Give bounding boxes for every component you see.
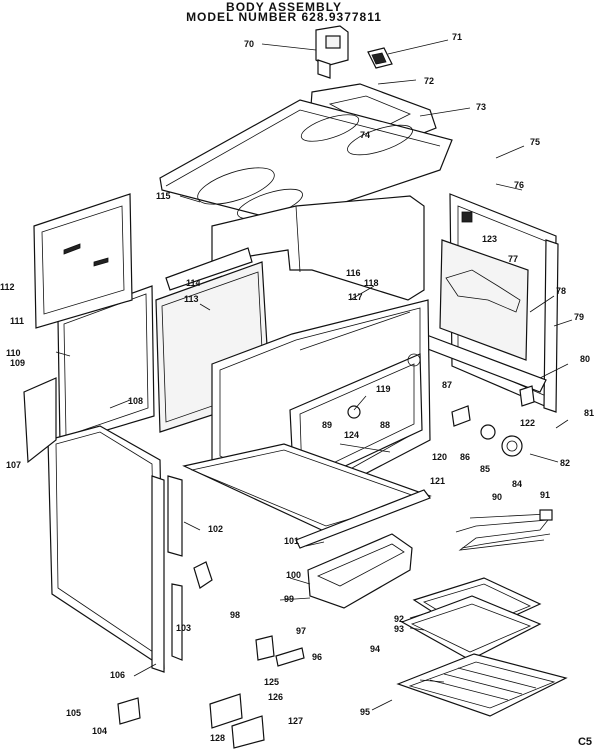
part-125-hinge-assembly	[209, 693, 265, 749]
callout: 99	[284, 594, 294, 604]
callout: 127	[288, 716, 303, 726]
callout: 112	[0, 282, 15, 292]
callout: 95	[360, 707, 370, 717]
callout: 126	[268, 692, 283, 702]
callout: 119	[376, 384, 391, 394]
callout: 118	[364, 278, 379, 288]
callout: 110	[6, 348, 21, 358]
part-103-strip	[171, 583, 183, 661]
part-94-oven-rack	[396, 653, 568, 717]
callout: 115	[156, 191, 171, 201]
part-104-hinge	[117, 697, 141, 725]
part-115-cooktop	[159, 99, 453, 223]
callout: 70	[244, 39, 254, 49]
callout: 100	[286, 570, 301, 580]
diagram-subtitle: MODEL NUMBER 628.9377811	[186, 10, 382, 24]
part-90-bake-element	[455, 509, 553, 551]
part-96-clip	[275, 647, 305, 667]
callout: 90	[492, 492, 502, 502]
part-102-front-frame	[47, 425, 165, 670]
callout: 96	[312, 652, 322, 662]
callout: 97	[296, 626, 306, 636]
callout: 124	[344, 430, 359, 440]
callout: 85	[480, 464, 490, 474]
part-84-knob	[501, 435, 523, 457]
callout: 71	[452, 32, 462, 42]
callout: 86	[460, 452, 470, 462]
callout: 94	[370, 644, 380, 654]
leader-lines	[55, 39, 573, 711]
callout: 116	[346, 268, 361, 278]
callout: 122	[520, 418, 535, 428]
callout: 123	[482, 234, 497, 244]
callout: 102	[208, 524, 223, 534]
part-100-broiler-drawer	[307, 533, 413, 609]
callout: 91	[540, 490, 550, 500]
callout: 107	[6, 460, 21, 470]
callout: 117	[348, 292, 363, 302]
callout: 111	[10, 316, 24, 326]
callout: 77	[508, 254, 518, 264]
callout: 88	[380, 420, 390, 430]
corner-code: C5	[577, 736, 592, 748]
callout: 103	[176, 623, 191, 633]
part-72-upper-left-panel	[33, 193, 133, 329]
part-70-vent-duct	[315, 25, 349, 79]
callout: 105	[66, 708, 81, 718]
part-86-switch	[451, 405, 471, 427]
part-88-light	[347, 405, 361, 419]
callout: 101	[284, 536, 299, 546]
callout: 79	[574, 312, 584, 322]
oven-body-shell	[211, 195, 425, 301]
callout: 125	[264, 677, 279, 687]
part-107-side-cover	[23, 377, 57, 464]
part-101-front-rail	[295, 489, 431, 549]
callout: 114	[186, 278, 201, 288]
callout: 104	[92, 726, 107, 736]
part-106-side-trim	[151, 475, 183, 673]
part-122-bracket	[193, 385, 535, 589]
callout: 89	[322, 420, 332, 430]
callout: 81	[584, 408, 594, 418]
diagram-title: BODY ASSEMBLY	[226, 0, 342, 14]
part-79-side-rail	[543, 239, 559, 413]
callout: 82	[560, 458, 570, 468]
callout: 106	[110, 670, 125, 680]
callout: 108	[128, 396, 143, 406]
callout: 72	[424, 76, 434, 86]
callout: 113	[184, 294, 199, 304]
callout: 76	[514, 180, 524, 190]
callout: 73	[476, 102, 486, 112]
callout: 92	[394, 614, 404, 624]
callout: 74	[360, 130, 370, 140]
callout: 80	[580, 354, 590, 364]
part-97-bracket	[255, 635, 275, 661]
callout: 98	[230, 610, 240, 620]
callout: 121	[430, 476, 445, 486]
callout: 93	[394, 624, 404, 634]
callout-labels: 70 71 72 73 74 75 76 77 78 79 80 81 82 8…	[0, 32, 594, 743]
part-85-valve	[480, 424, 496, 440]
callout: 109	[10, 358, 25, 368]
part-114-insulation-top	[165, 247, 253, 291]
callout: 128	[210, 733, 225, 743]
part-71-gasket	[367, 47, 393, 69]
callout: 84	[512, 479, 522, 489]
part-93-broiler-pan-insert	[400, 595, 542, 661]
callout: 87	[442, 380, 452, 390]
callout: 78	[556, 286, 566, 296]
callout: 120	[432, 452, 447, 462]
callout: 75	[530, 137, 540, 147]
